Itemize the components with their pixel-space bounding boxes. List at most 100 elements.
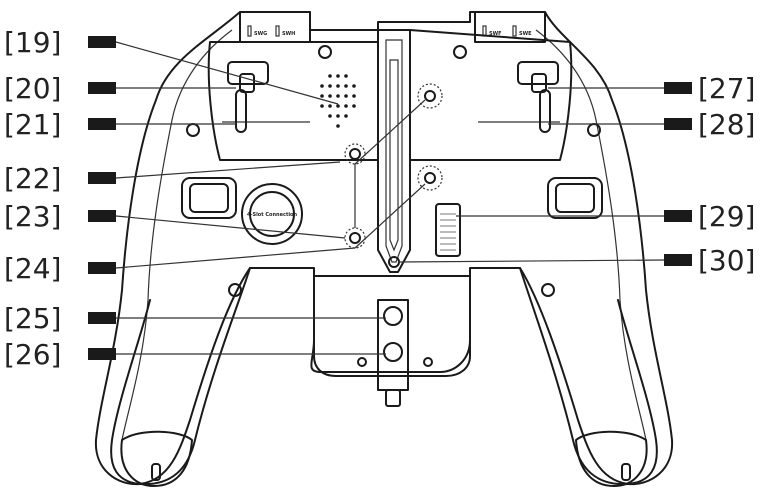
center-spine-shade [389,59,399,252]
right-side-button [555,183,595,213]
right-toggle-switch [517,61,559,133]
round-port-outer [241,183,303,245]
callout-30: [30] [698,244,755,277]
round-port-inner [249,191,295,237]
controller-inner-contour-right [535,29,647,441]
callout-29: [29] [698,200,755,233]
center-hole-upper-left-ring [344,143,366,165]
center-area: 4-Slot Connection [241,83,461,257]
right-shoulder-plate [409,29,573,161]
bottom-module [313,275,471,407]
right-toggle-lever [539,89,551,133]
leader-24b [354,183,426,249]
callout-20: [20] [4,72,61,105]
callout-21: [21] [4,108,61,141]
right-switch-block [474,11,546,43]
marker-24 [88,262,116,274]
right-toggle-base [517,61,559,85]
marker-21 [88,118,116,130]
left-switch-slot-b [275,25,280,37]
left-shoulder-plate [207,41,379,161]
left-switch-label-b: SWH [282,31,295,37]
callout-28: [28] [698,108,755,141]
left-shoulder-panel: SWG SWH [207,11,379,161]
right-switch-label-b: SWE [519,31,532,37]
right-switch-slot-a [482,25,487,37]
left-switch-slot-a [247,25,252,37]
left-side-button-housing [181,177,237,219]
bottom-connector-port-lower [383,342,403,362]
controller-body [94,11,674,487]
right-grip-cap [575,430,648,487]
leader-22b [354,99,426,165]
slide-switch-frame [435,203,461,257]
marker-29 [664,210,692,222]
bottom-connector-pin [385,389,401,407]
right-switch-slot-b [512,25,517,37]
speaker-grille [320,74,356,128]
leader-30 [397,259,665,263]
marker-26 [88,348,116,360]
left-side-button [189,183,229,213]
bottom-screw-right [423,357,433,367]
left-grip-screw [228,283,242,297]
callout-24: [24] [4,252,61,285]
left-toggle-stem [239,73,255,93]
side-buttons [181,177,603,219]
bottom-screw-left [357,357,367,367]
left-grip [110,267,251,486]
right-side-button-housing [547,177,603,219]
center-hole-lower-left-ring [344,227,366,249]
marker-28 [664,118,692,130]
center-hole-lower-right-ring [417,165,443,191]
callout-26: [26] [4,338,61,371]
center-spine-outer [377,29,411,273]
right-toggle-stem [531,73,547,93]
callout-19: [19] [4,26,61,59]
bottom-connector-port-upper [383,306,403,326]
leader-22 [115,161,341,179]
right-grip [519,267,658,486]
marker-27 [664,82,692,94]
center-hole-lower-left [349,232,361,244]
center-spine-inner [385,39,403,263]
marker-22 [88,172,116,184]
marker-23 [88,210,116,222]
left-panel-screw [318,45,332,59]
marker-19 [88,36,116,48]
callout-markers [88,36,692,360]
callout-27: [27] [698,72,755,105]
right-shoulder-panel: SWF SWE [409,11,573,161]
marker-20 [88,82,116,94]
callout-22: [22] [4,162,61,195]
left-grip-cap [120,430,193,487]
marker-25 [88,312,116,324]
right-panel-screw [453,45,467,59]
callout-25: [25] [4,302,61,335]
center-hole-upper-right [424,90,436,102]
left-grip-slot [151,463,161,481]
round-port-label: 4-Slot Connection [247,212,298,218]
controller-outer-shell [94,11,674,486]
controller-inner-contour [121,29,233,441]
center-hole-lower-right [424,172,436,184]
left-toggle-lever [235,89,247,133]
right-switch-label-a: SWF [489,31,502,37]
center-hole-upper-right-ring [417,83,443,109]
leader-19 [115,41,339,105]
slide-switch-ridges [440,213,456,251]
center-spine [377,29,411,273]
leader-23 [115,215,346,239]
left-switch-label-a: SWG [254,31,267,37]
center-hole-upper-left [349,148,361,160]
leader-24a [115,247,356,269]
leader-lines [115,41,665,355]
left-upper-screw [186,123,200,137]
right-grip-slot [621,463,631,481]
marker-30 [664,254,692,266]
callout-labels: [19] [20] [21] [22] [23] [24] [25] [26] … [4,26,755,371]
callout-23: [23] [4,200,61,233]
bottom-module-body [313,275,471,377]
right-grip-screw [541,283,555,297]
